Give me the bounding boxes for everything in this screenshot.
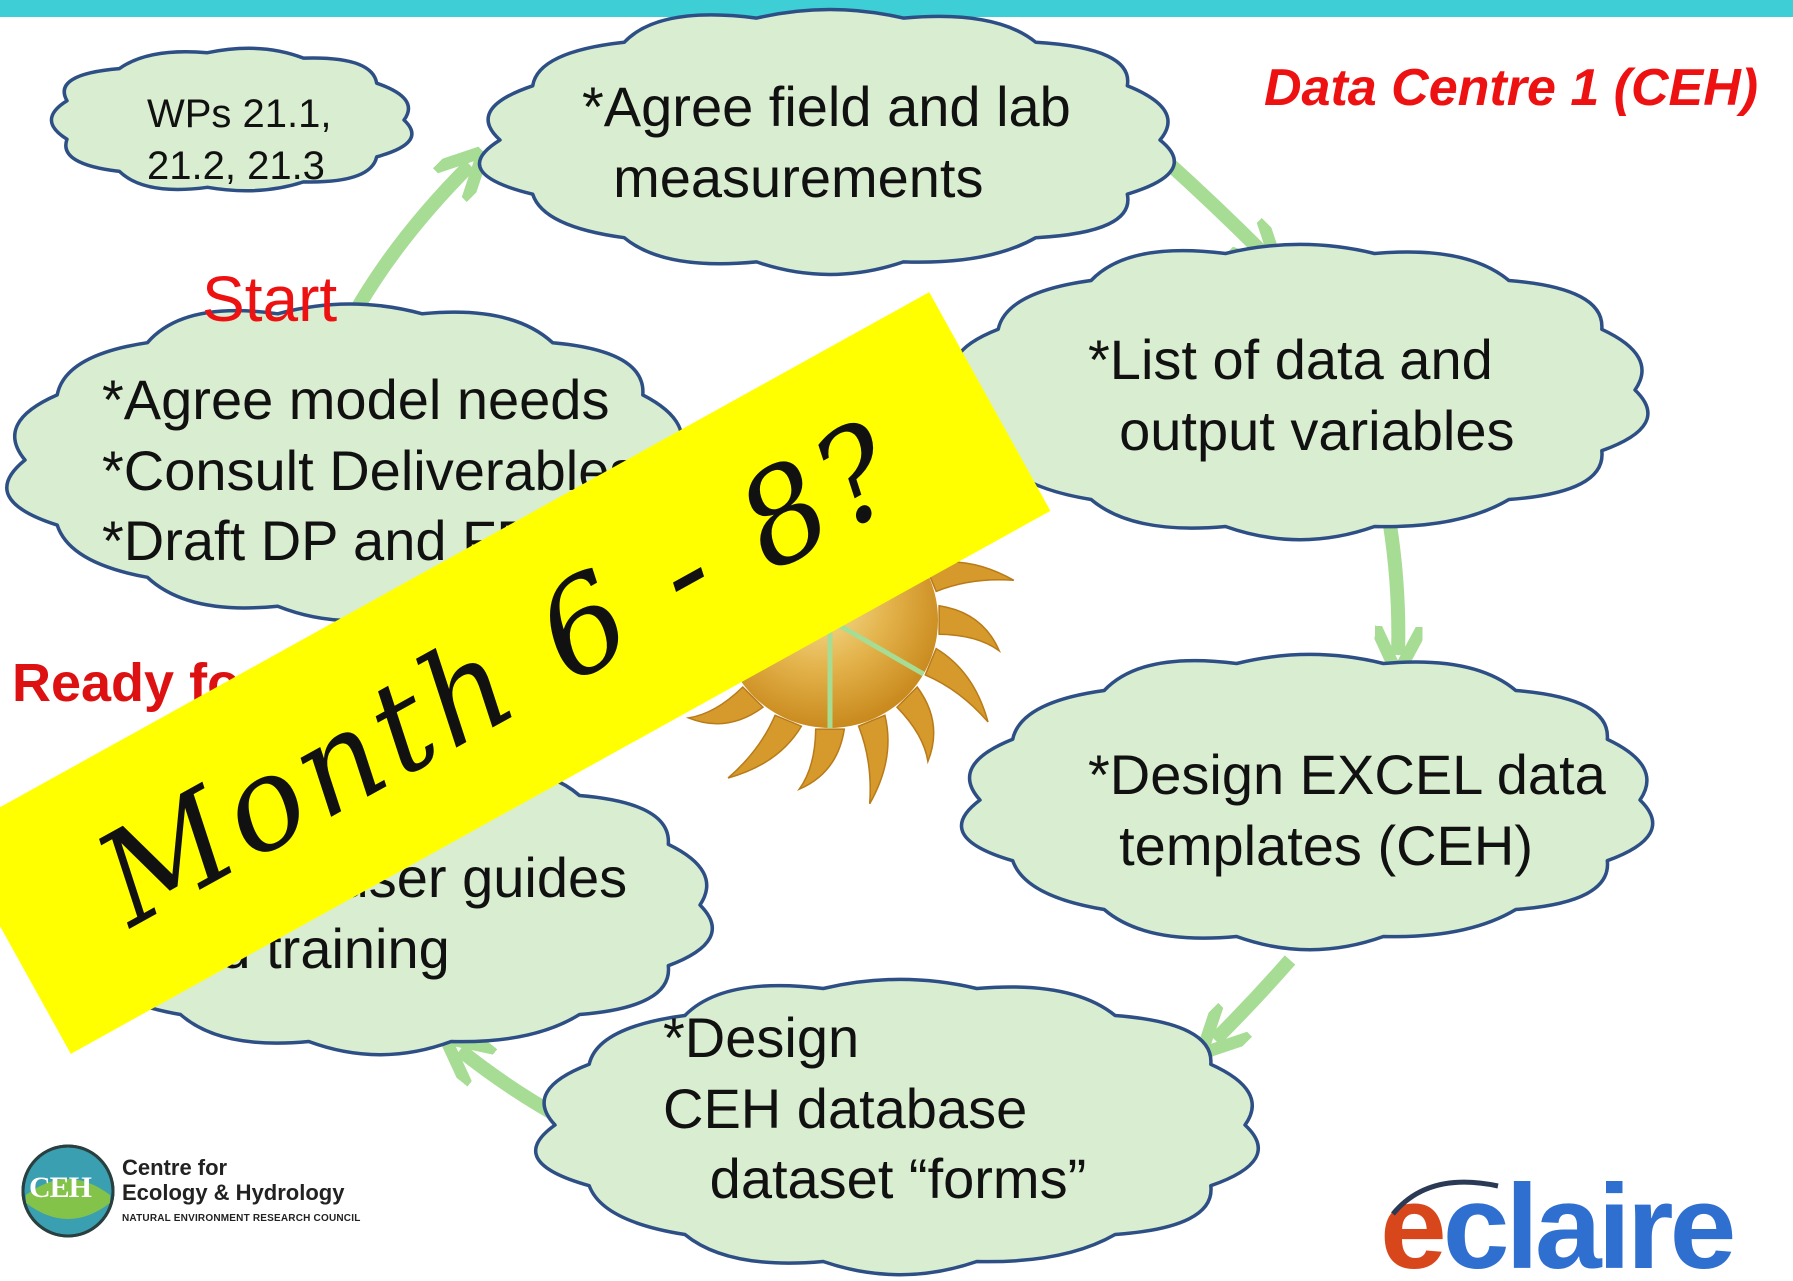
ceh-abbrev: CEH [29,1171,92,1204]
step3-text: *Design EXCEL data templates (CEH) [1088,743,1606,877]
step1-text: *Agree field and lab measurements [582,75,1071,209]
arrow-step3-to-step4 [1215,955,1296,1040]
eclaire-wordmark: eclaire [1380,1176,1736,1281]
arrow-step1-to-step2 [1160,154,1265,255]
ceh-logo: CEH Centre for Ecology & Hydrology NATUR… [20,1143,420,1243]
wp-cloud [49,46,414,193]
sun-ray [895,685,935,765]
ceh-emblem-icon [21,1144,115,1238]
diagram-title: Data Centre 1 (CEH) [1264,59,1759,117]
step2-text: *List of data and output variables [1088,328,1515,462]
step6-text: *Agree model needs *Consult Deliverables… [102,368,638,573]
step4-text: *Design CEH database dataset “forms” [663,1006,1087,1211]
ceh-line3: NATURAL ENVIRONMENT RESEARCH COUNCIL [122,1213,361,1224]
sun-ray [938,604,1001,654]
sun-ray [727,714,803,779]
sun-ray [924,647,989,723]
ceh-line1: Centre for [122,1155,228,1180]
start-label: Start [202,263,338,335]
arrow-step2-to-step3 [1390,523,1398,655]
ceh-line2: Ecology & Hydrology [122,1180,345,1205]
eclaire-logo: eclaire [1380,1176,1793,1281]
sun-ray [796,728,846,791]
sun-ray [857,714,889,805]
step1-cloud [477,7,1177,277]
eclaire-swoosh-icon [1391,1179,1499,1216]
step4-cloud [534,977,1260,1277]
sun-ray [685,685,765,725]
top-bar [0,0,1793,17]
wp-cloud-text: WPs 21.1, 21.2, 21.3 [147,92,332,188]
clock-spoke [828,617,925,677]
step3-cloud [959,652,1655,952]
